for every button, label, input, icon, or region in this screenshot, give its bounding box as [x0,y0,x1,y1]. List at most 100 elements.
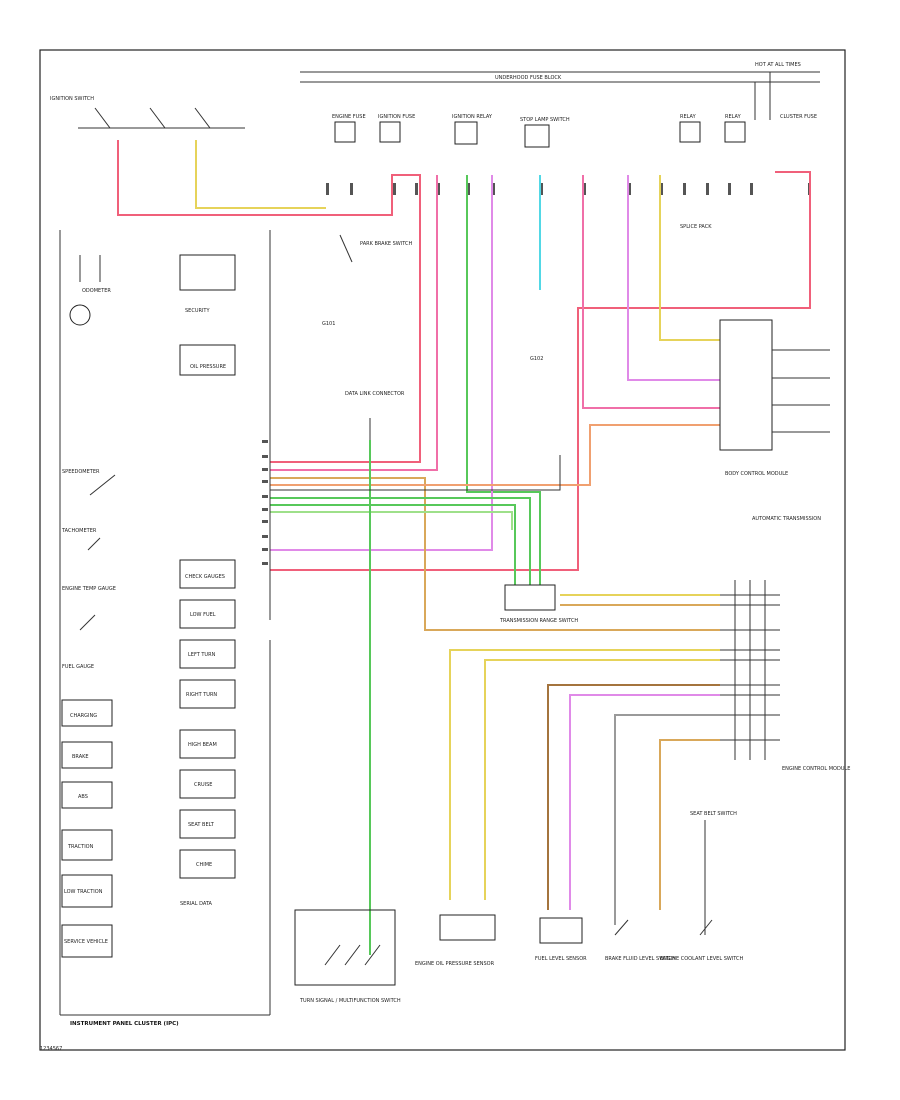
low-traction-label: LOW TRACTION [64,889,103,895]
right-turn-label: RIGHT TURN [186,692,217,698]
transmission-range-switch: TRANSMISSION RANGE SWITCH [499,584,578,624]
instrument-panel-cluster: ODOMETER SPEEDOMETER TACHOMETER ENGINE T… [59,230,271,1027]
high-beam-label: HIGH BEAM [188,742,217,748]
ignition-switch-label: IGNITION SWITCH [50,96,94,102]
park-brake-switch: PARK BRAKE SWITCH [339,234,412,263]
engine-temp-label: ENGINE TEMP GAUGE [62,586,116,592]
brake-fluid-switch-label: BRAKE FLUID LEVEL SWITCH [605,956,676,962]
ignition-relay: IGNITION RELAY [452,114,493,145]
wire-pink-data [582,175,720,409]
security-label: SECURITY [185,308,210,314]
wire-red-power [117,140,421,463]
cruise-indicator [179,769,236,799]
chime-indicator [179,849,236,879]
engine-fuse: ENGINE FUSE [332,114,366,143]
wire-green-relay [466,175,541,585]
brake-fluid-switch: BRAKE FLUID LEVEL SWITCH [605,919,676,962]
diagram-border [39,49,846,1051]
speedometer-label: SPEEDOMETER [62,469,100,475]
wire-yellow-oil [449,649,720,900]
coolant-switch: ENGINE COOLANT LEVEL SWITCH [660,919,744,962]
splice-pack-label: SPLICE PACK [680,224,712,230]
chime-label: CHIME [196,862,212,868]
transmission-range-label: TRANSMISSION RANGE SWITCH [499,618,578,624]
power-supply-section: HOT AT ALL TIMES UNDERHOOD FUSE BLOCK IG… [50,62,820,397]
odometer-gauge: ODOMETER [79,255,111,294]
wire-tan-coolant [659,739,720,910]
oil-pressure-label: OIL PRESSURE [190,364,226,370]
odometer-label: ODOMETER [82,288,111,294]
engine-temp-gauge: ENGINE TEMP GAUGE [62,586,116,631]
relay-b: RELAY [724,114,746,143]
engine-fuse-label: ENGINE FUSE [332,114,366,120]
ignition-relay-label: IGNITION RELAY [452,114,493,120]
check-gauges-indicator [179,559,236,589]
park-brake-label: PARK BRAKE SWITCH [360,241,412,247]
wire-gray-brake [614,714,720,925]
wire-green-2 [270,497,531,585]
fuel-gauge-label: FUEL GAUGE [62,664,94,670]
seat-belt-switch-label: SEAT BELT SWITCH [690,811,737,817]
brake-label: BRAKE [72,754,89,760]
wire-magenta-fuel [569,694,720,910]
low-fuel-indicator [179,599,236,629]
wire-magenta-tr [627,175,720,381]
wire-yellow-relay [659,175,720,341]
security-indicator [179,254,236,291]
serial-data-label: SERIAL DATA [180,901,213,907]
hot-at-all-times-label: HOT AT ALL TIMES [755,62,801,68]
charging-indicator [61,699,113,727]
coolant-switch-label: ENGINE COOLANT LEVEL SWITCH [660,956,744,962]
ground-bottom-label: G102 [530,356,543,362]
charging-label: CHARGING [70,713,97,719]
engine-control-module: ENGINE CONTROL MODULE [720,580,850,772]
low-traction-indicator [61,874,113,908]
cruise-label: CRUISE [194,782,212,788]
wire-orange-data [270,424,720,486]
wire-green-3 [270,511,513,530]
speedometer-gauge: SPEEDOMETER [62,469,116,496]
wire-green-1 [270,504,516,585]
abs-label: ABS [78,794,88,800]
wire-yellow-oil-2 [484,659,720,900]
relay-b-label: RELAY [725,114,742,120]
relay-a: RELAY [679,114,701,143]
automatic-transmission-label: AUTOMATIC TRANSMISSION [752,516,821,522]
fuse-block-label: UNDERHOOD FUSE BLOCK [495,75,562,81]
oil-pressure-sensor-label: ENGINE OIL PRESSURE SENSOR [415,961,495,967]
check-gauges-label: CHECK GAUGES [185,574,225,580]
wire-magenta [270,175,493,551]
ignition-switch: IGNITION SWITCH [50,96,245,129]
relay-a-label: RELAY [680,114,697,120]
high-beam-indicator [179,729,236,759]
ground-top-label: G101 [322,321,335,327]
brake-switch: STOP LAMP SWITCH [520,117,570,148]
service-vehicle-label: SERVICE VEHICLE [64,939,108,945]
service-vehicle-indicator [61,924,113,958]
left-turn-label: LEFT TURN [188,652,216,658]
body-control-module-label: BODY CONTROL MODULE [725,471,788,477]
turn-signal-switch: TURN SIGNAL / MULTIFUNCTION SWITCH [294,909,401,1004]
tachometer-gauge: TACHOMETER [61,528,101,551]
ignition-fuse-label: IGNITION FUSE [378,114,415,120]
turn-signal-switch-label: TURN SIGNAL / MULTIFUNCTION SWITCH [299,998,401,1004]
ignition-fuse: IGNITION FUSE [378,114,415,143]
footer-code: 1234567 [40,1046,62,1052]
wiring-harness [117,140,811,955]
right-turn-indicator [179,679,236,709]
wire-yellow-ign [195,140,326,209]
low-fuel-label: LOW FUEL [190,612,216,618]
fuel-level-sensor-label: FUEL LEVEL SENSOR [535,956,587,962]
wire-tan-tr [270,477,720,631]
seat-belt-indicator [179,809,236,839]
wire-pink-ign [270,175,438,471]
body-control-module: BODY CONTROL MODULE AUTOMATIC TRANSMISSI… [719,319,830,522]
cluster-pins [262,440,268,565]
engine-control-module-label: ENGINE CONTROL MODULE [782,766,850,772]
top-connector-pins [326,183,811,195]
tachometer-label: TACHOMETER [61,528,97,534]
abs-indicator [61,781,113,809]
seat-belt-label: SEAT BELT [188,822,215,828]
traction-label: TRACTION [67,844,94,850]
